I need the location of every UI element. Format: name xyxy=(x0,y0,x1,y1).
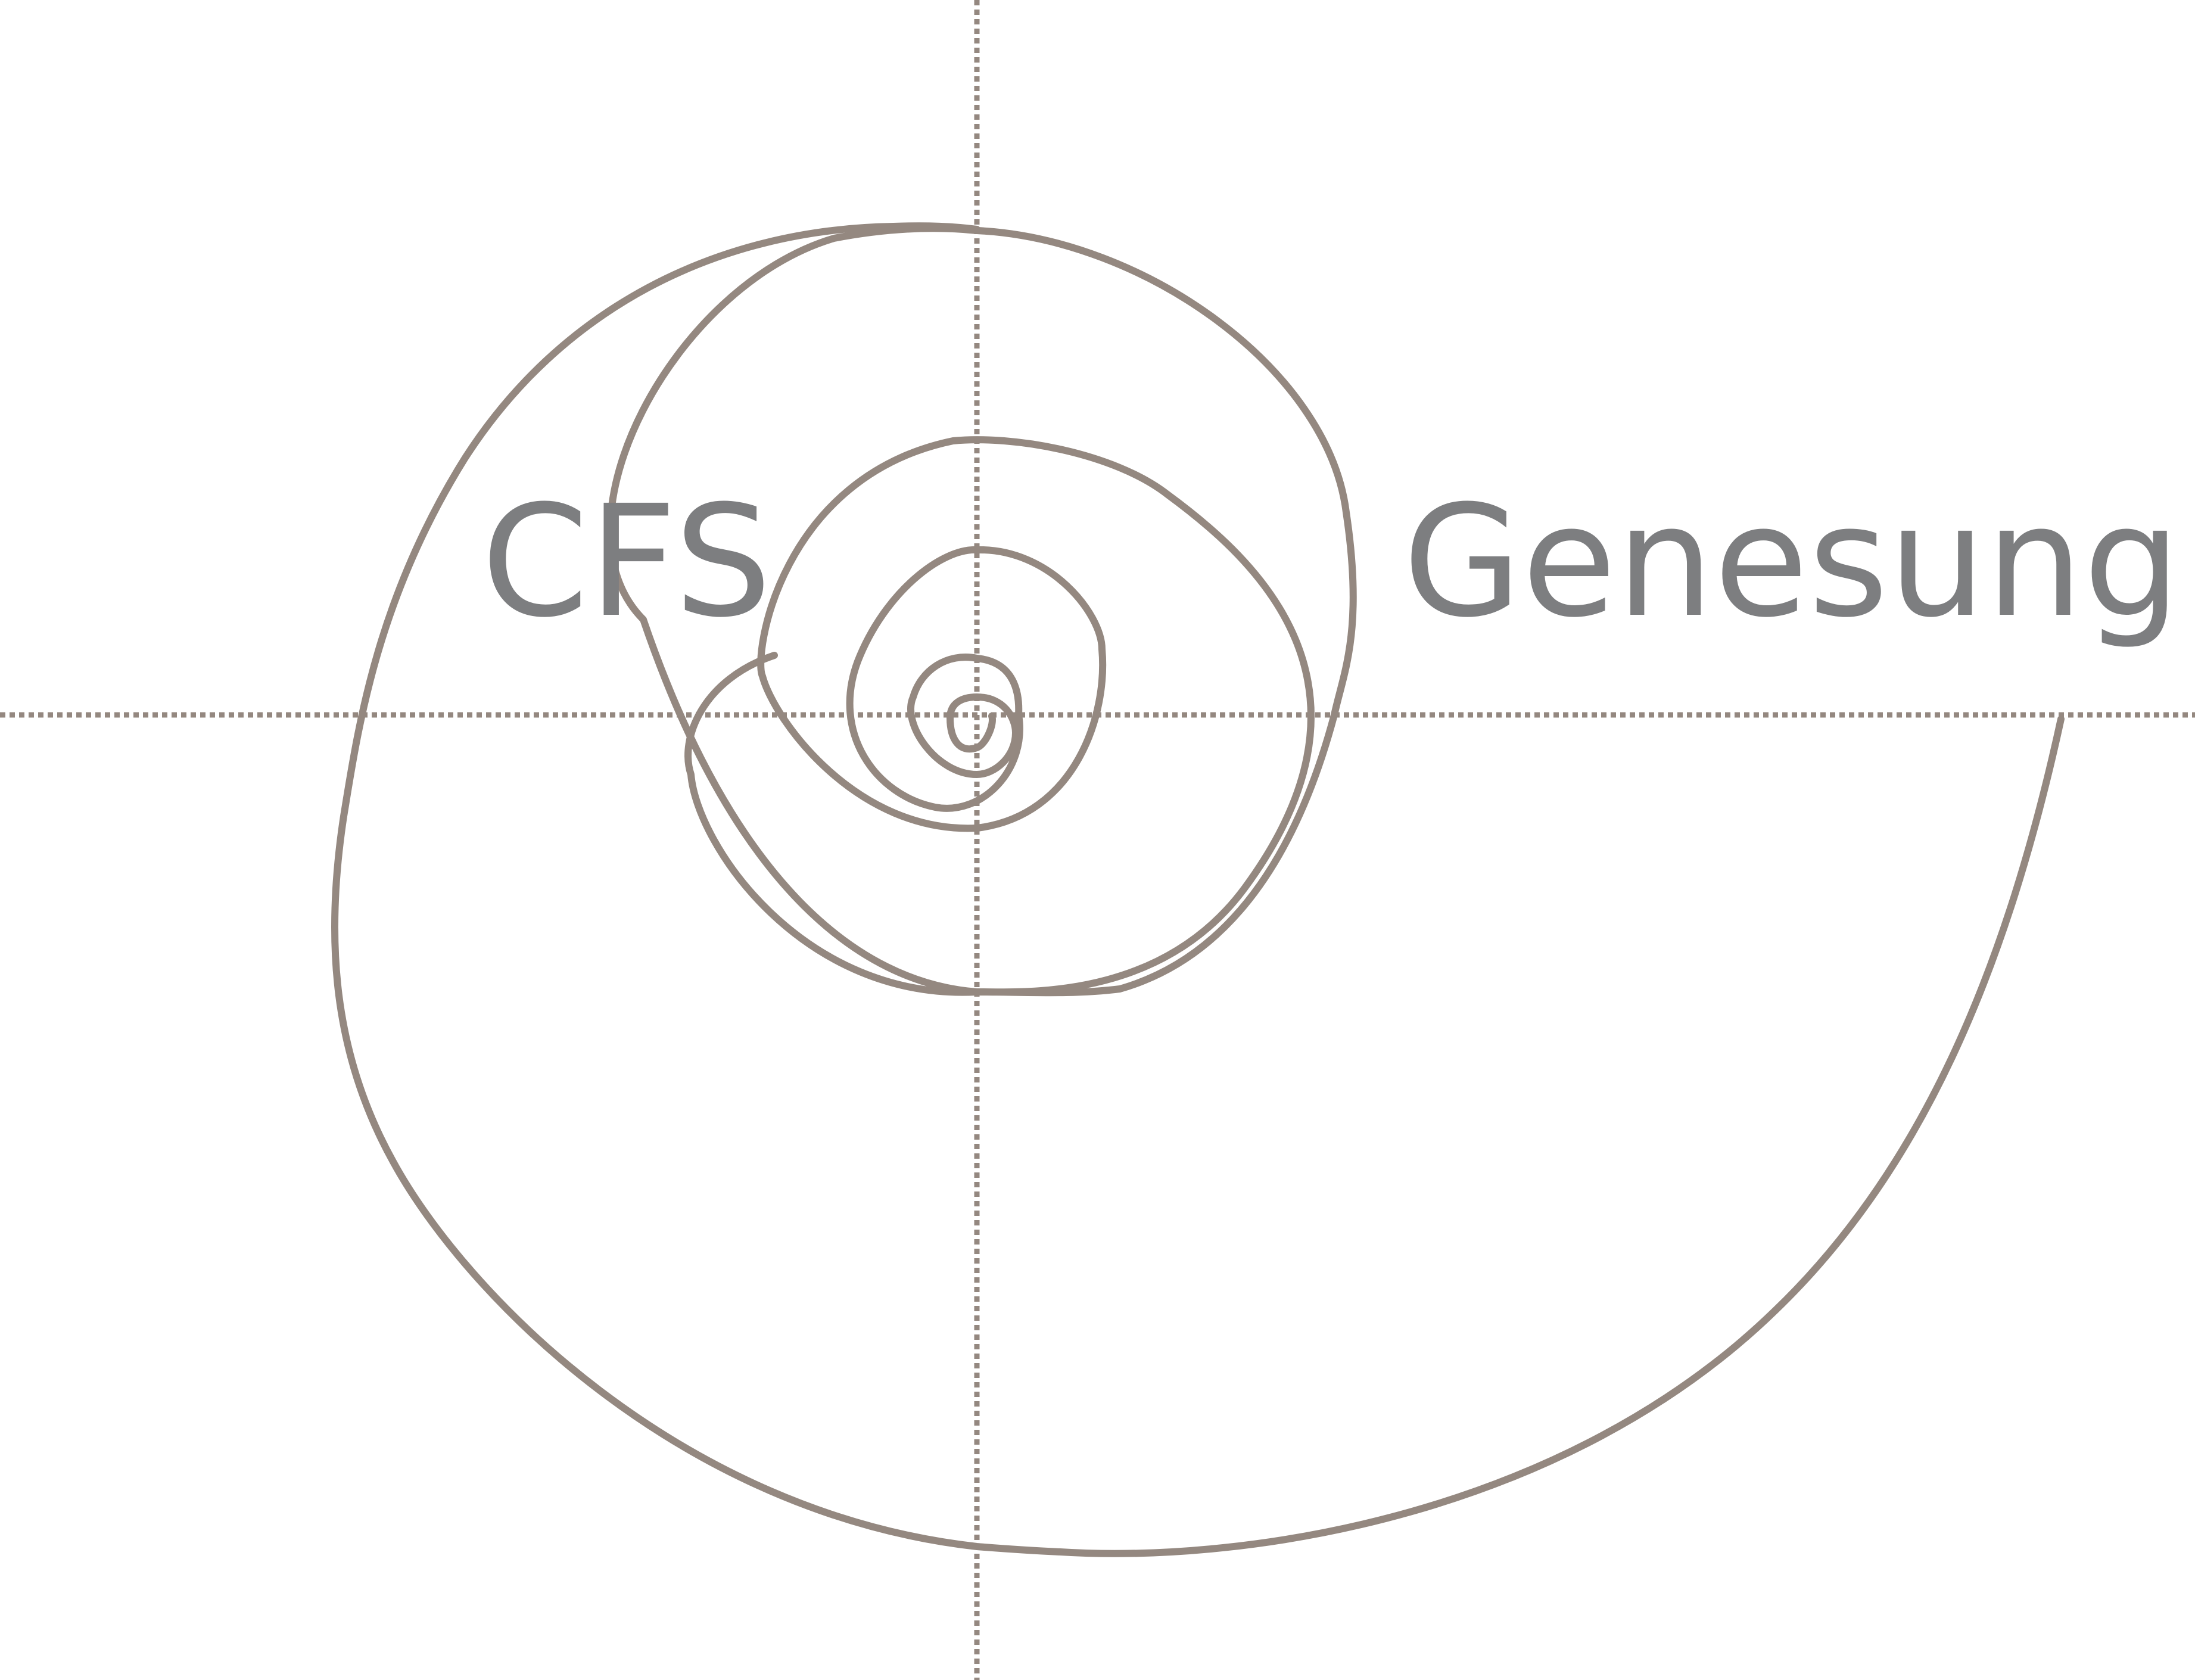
label-cfs: CFS xyxy=(481,472,772,651)
label-genesung: Genesung xyxy=(1403,472,2181,651)
spiral-outer-arm xyxy=(331,222,2065,1557)
spiral-path xyxy=(606,225,1357,997)
